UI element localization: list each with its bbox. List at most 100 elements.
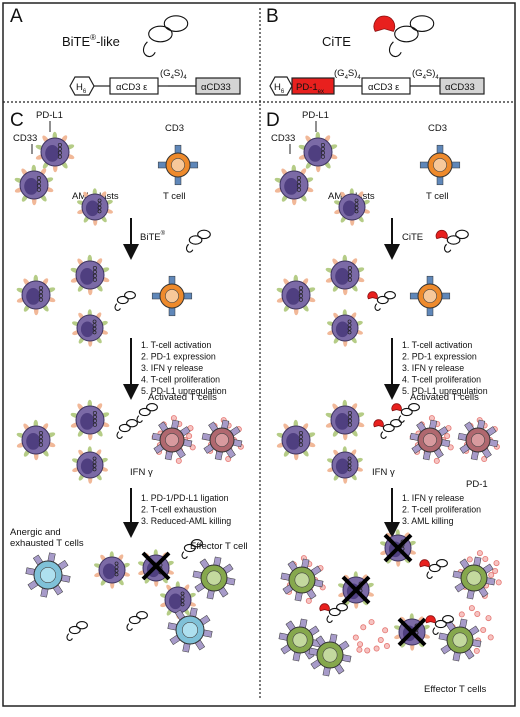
- antibody-lobe: [455, 229, 469, 240]
- granule: [97, 198, 102, 203]
- aml-blast-cell: [77, 188, 113, 226]
- antibody-lobe: [68, 625, 81, 635]
- granule: [114, 565, 119, 570]
- ifn-gamma-dot: [428, 415, 435, 422]
- ifn-gamma-dot: [444, 433, 451, 440]
- antibody-hinge: [185, 243, 194, 253]
- granule: [36, 175, 41, 181]
- t-cell-core: [165, 433, 179, 447]
- granule: [180, 595, 185, 600]
- ifn-gamma-dot: [495, 579, 502, 586]
- antibody-hinge: [142, 41, 156, 57]
- antibody-hinge: [114, 303, 121, 311]
- granule: [180, 598, 185, 603]
- granule: [354, 209, 359, 214]
- ifn-gamma-dot: [474, 610, 481, 617]
- antibody-glyph: [367, 291, 396, 311]
- antibody-hinge: [116, 431, 123, 439]
- step-text: 2. T-cell proliferation: [402, 505, 481, 515]
- aml-blast-cell: [325, 254, 365, 296]
- t-cell: [201, 419, 243, 461]
- ifn-gamma-dot: [382, 627, 389, 634]
- ifn-gamma-dot: [364, 647, 371, 654]
- cite-antibody-icon: [373, 15, 435, 57]
- antibody-hinge: [136, 415, 143, 423]
- aml-blast-cell: [274, 164, 314, 206]
- aml-blast-cell: [72, 446, 108, 484]
- cd33-domain-label: αCD33: [445, 82, 475, 93]
- cd33-label: CD33: [271, 133, 295, 144]
- granule: [347, 410, 352, 416]
- ifn-gamma-dot: [360, 624, 367, 631]
- antibody-glyph: [419, 559, 448, 579]
- t-cell: [280, 558, 324, 602]
- cd33-domain-label: αCD33: [201, 82, 231, 93]
- antibody-hinge: [398, 415, 405, 423]
- ifn-gamma-dot: [482, 555, 489, 562]
- aml-nucleus: [26, 288, 41, 305]
- step-text: 3. Reduced-AML killing: [141, 516, 231, 526]
- granule: [320, 142, 325, 148]
- anergic-label-2: exhausted T cells: [10, 538, 84, 549]
- ifn-gamma-dot: [458, 611, 465, 618]
- cd3-domain-label: αCD3 ε: [116, 82, 148, 93]
- granule: [38, 442, 43, 447]
- granule: [354, 205, 359, 210]
- gs-c: S): [174, 68, 184, 79]
- t-cell-core: [206, 570, 222, 586]
- t-cell: [419, 144, 461, 186]
- ifn-gamma-dot: [368, 619, 375, 626]
- antibody-lobe: [394, 25, 419, 43]
- panel-a-title: BiTE®-like: [62, 33, 120, 49]
- granule: [92, 330, 97, 335]
- his-sub: 6: [83, 89, 87, 95]
- antibody-lobe: [126, 419, 138, 428]
- bite-drug-name: BiTE: [140, 232, 161, 243]
- aml-blast-cell: [35, 131, 75, 173]
- granule: [57, 142, 62, 148]
- panel-d-letter: D: [266, 110, 280, 131]
- aml-blast-cell: [325, 399, 365, 441]
- his-h: H: [76, 82, 83, 93]
- granule: [296, 175, 301, 181]
- granule: [347, 269, 352, 274]
- antibody-lobe: [146, 403, 158, 412]
- activated-t-cells-label: Activated T cells: [148, 392, 217, 403]
- ifn-label: IFN γ: [130, 467, 153, 478]
- aml-blast-cell: [276, 274, 316, 316]
- granule: [92, 265, 97, 271]
- t-cell: [278, 618, 322, 662]
- cd33-domain: [195, 77, 241, 95]
- step-text: 1. PD-1/PD-L1 ligation: [141, 493, 229, 503]
- antibody-hinge: [388, 41, 402, 57]
- t-cell-core: [471, 433, 485, 447]
- granule: [298, 430, 303, 436]
- pdl1-label: PD-L1: [302, 110, 329, 121]
- granule: [92, 414, 97, 419]
- ifn-gamma-dot: [225, 456, 232, 463]
- pd1-domain-icon: [419, 559, 430, 568]
- gs-b: 4: [345, 75, 349, 81]
- cite-construct: H6 PD-1ex (G4S)4 αCD3 ε (G4S)4 αCD33: [269, 68, 485, 96]
- granule: [57, 154, 62, 159]
- granule: [38, 297, 43, 302]
- ifn-gamma-dot: [485, 615, 492, 622]
- granule: [97, 209, 102, 214]
- kill-x-mark: [341, 575, 371, 605]
- ifn-gamma-dot: [377, 637, 384, 644]
- ifn-gamma-dot: [305, 597, 312, 604]
- antibody-hinge: [374, 303, 381, 311]
- granule: [38, 430, 43, 436]
- antibody-lobe: [428, 563, 441, 573]
- aml-nucleus: [24, 178, 39, 195]
- t-cell-core: [423, 433, 437, 447]
- bite-title-sup: ®: [90, 33, 96, 42]
- antibody-lobe: [138, 407, 151, 417]
- aml-blast-cell: [160, 581, 196, 619]
- gs-c: S): [426, 68, 436, 79]
- granule: [347, 418, 352, 423]
- t-cell-label: T cell: [163, 191, 186, 202]
- granule: [298, 289, 303, 294]
- aml-blast-cell: [327, 446, 363, 484]
- t-cell-core: [433, 158, 447, 172]
